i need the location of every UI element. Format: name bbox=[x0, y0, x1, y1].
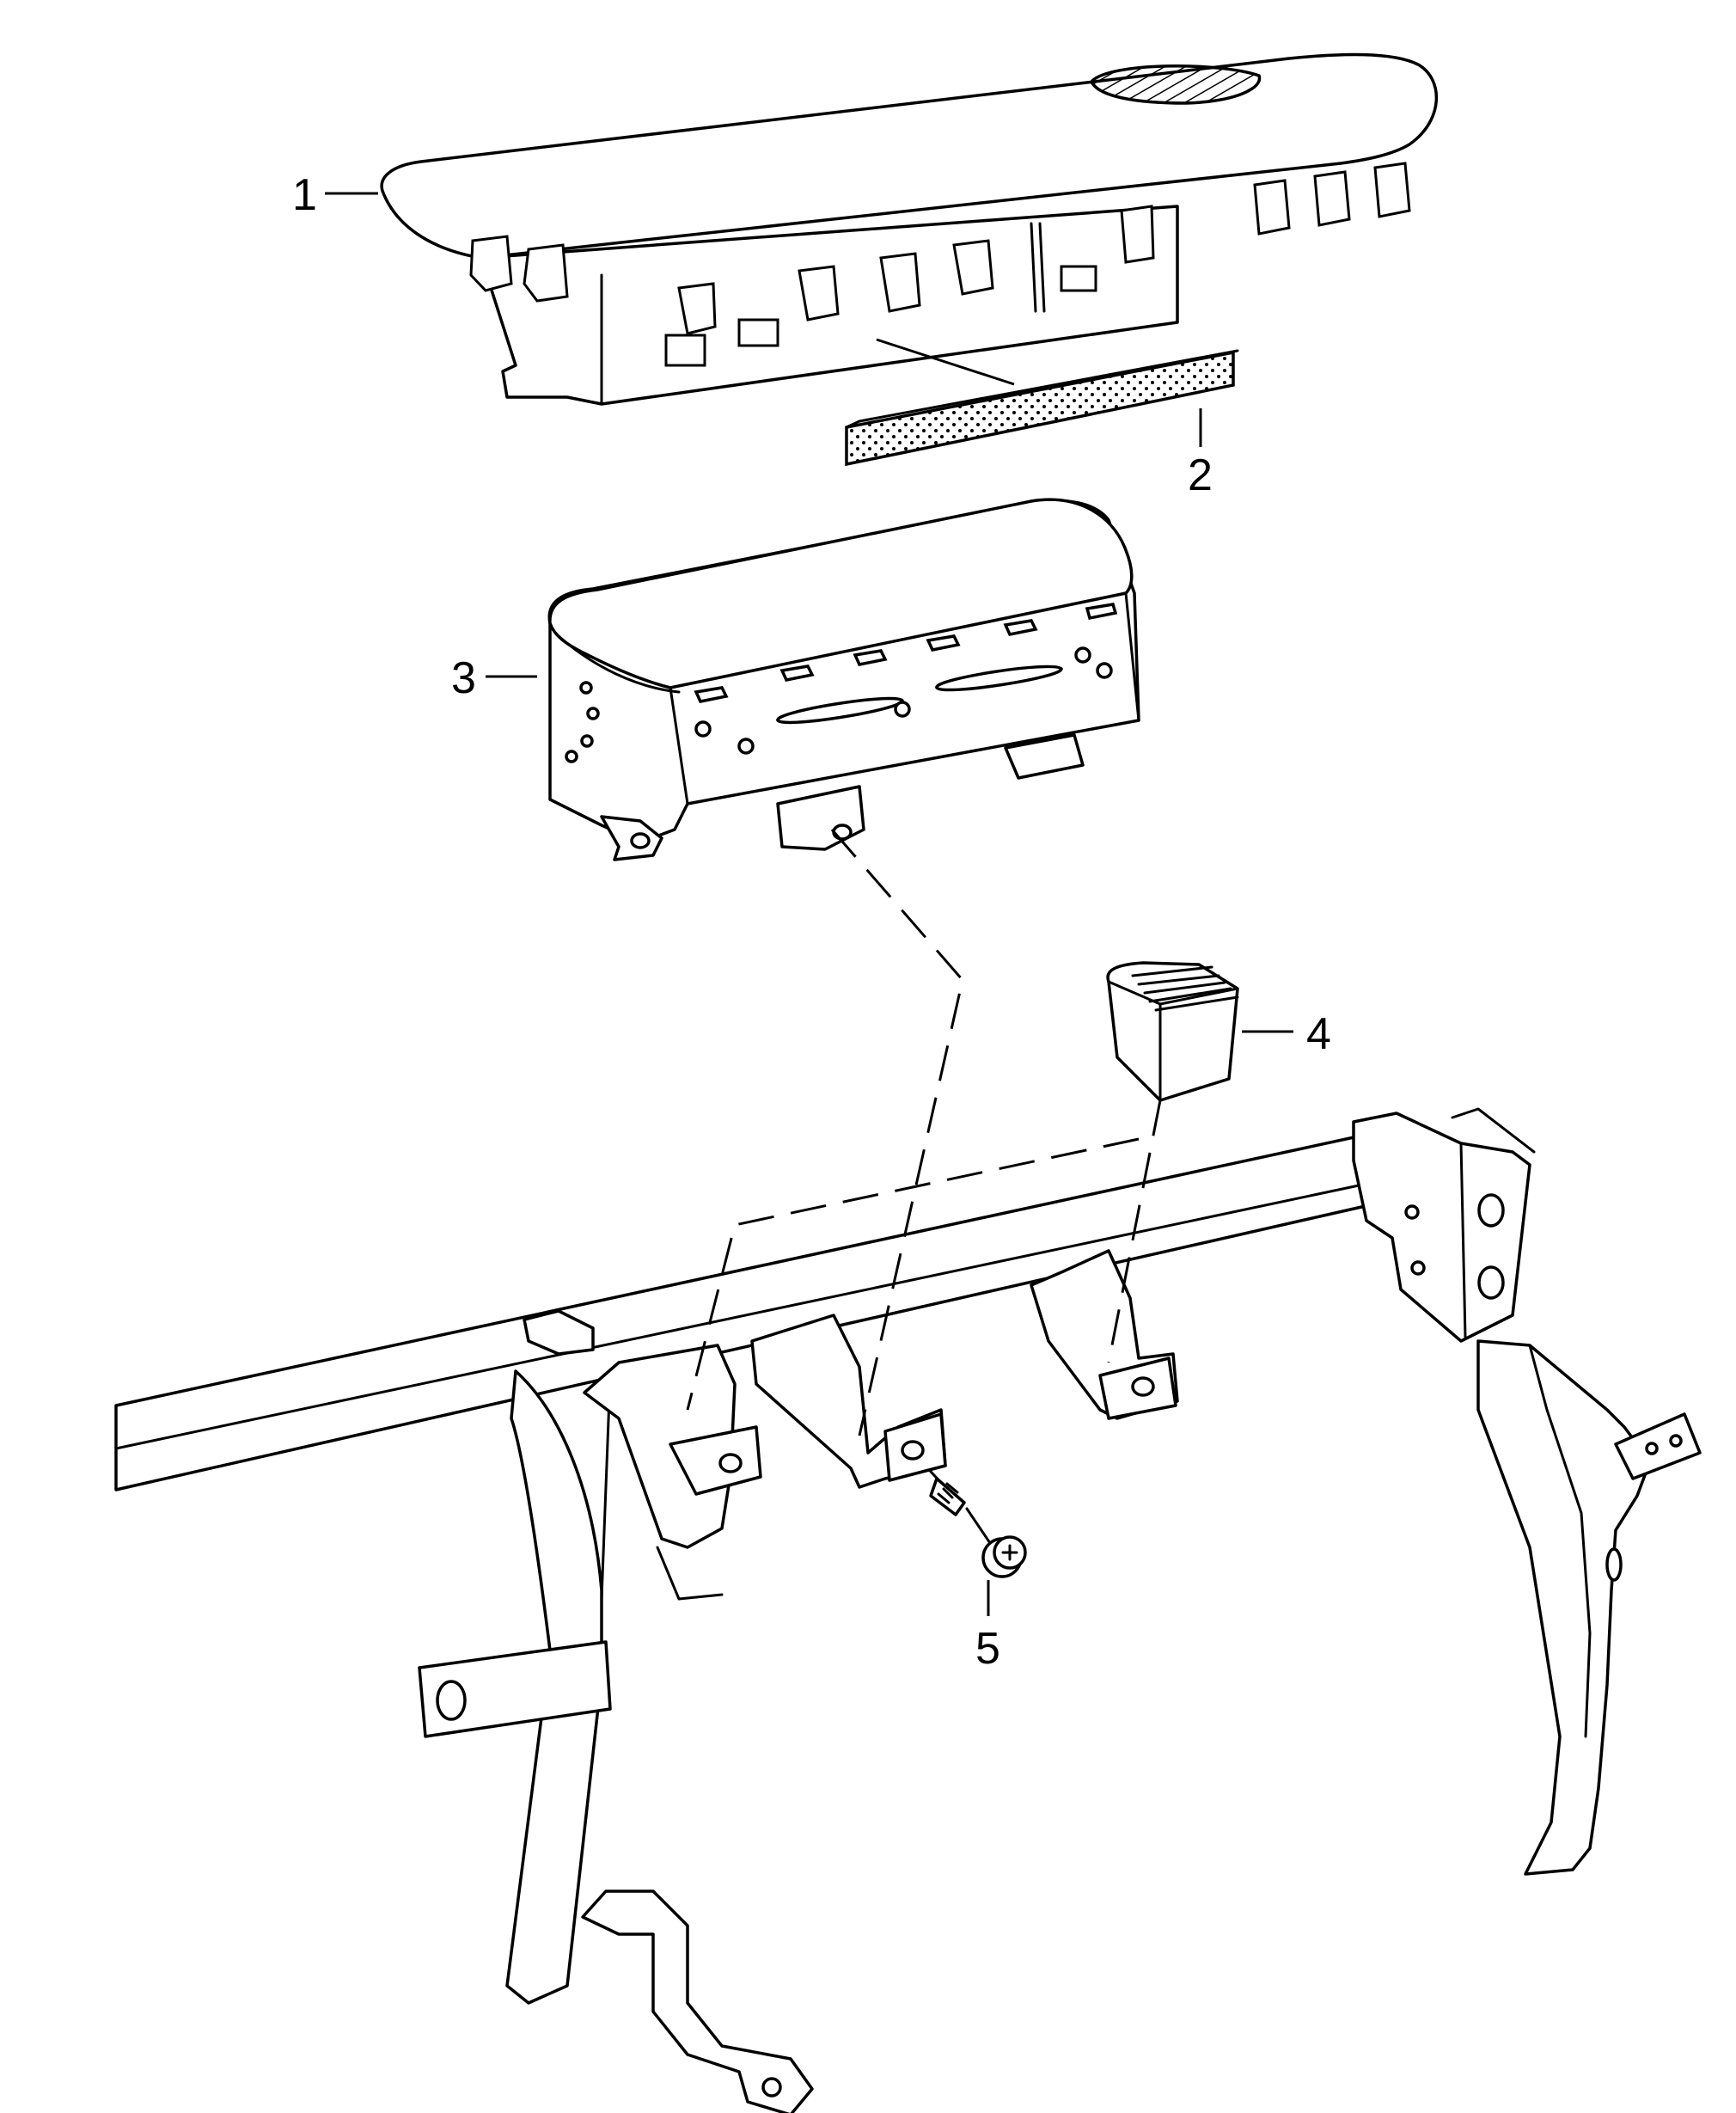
cross-member bbox=[114, 1107, 1702, 2113]
airbag-module bbox=[547, 498, 1140, 861]
foam-block bbox=[1106, 961, 1239, 1102]
callout-5: 5 bbox=[975, 1580, 1000, 1674]
foam-strip bbox=[845, 338, 1239, 467]
screw bbox=[918, 1458, 1027, 1578]
callout-1: 1 bbox=[292, 170, 378, 220]
vent-grille bbox=[1089, 64, 1262, 105]
callout-4-label: 4 bbox=[1306, 1009, 1331, 1059]
callout-3-label: 3 bbox=[451, 653, 476, 703]
module-slots bbox=[565, 603, 1118, 763]
callout-5-label: 5 bbox=[975, 1624, 1000, 1674]
callout-1-label: 1 bbox=[292, 170, 317, 220]
airbag-cover bbox=[380, 52, 1438, 406]
cover-clips bbox=[469, 162, 1411, 367]
assembly-lines bbox=[686, 829, 1162, 1436]
callout-2: 2 bbox=[1188, 408, 1213, 500]
callout-4: 4 bbox=[1242, 1009, 1331, 1059]
callout-2-label: 2 bbox=[1188, 450, 1213, 500]
callout-3: 3 bbox=[451, 653, 537, 703]
